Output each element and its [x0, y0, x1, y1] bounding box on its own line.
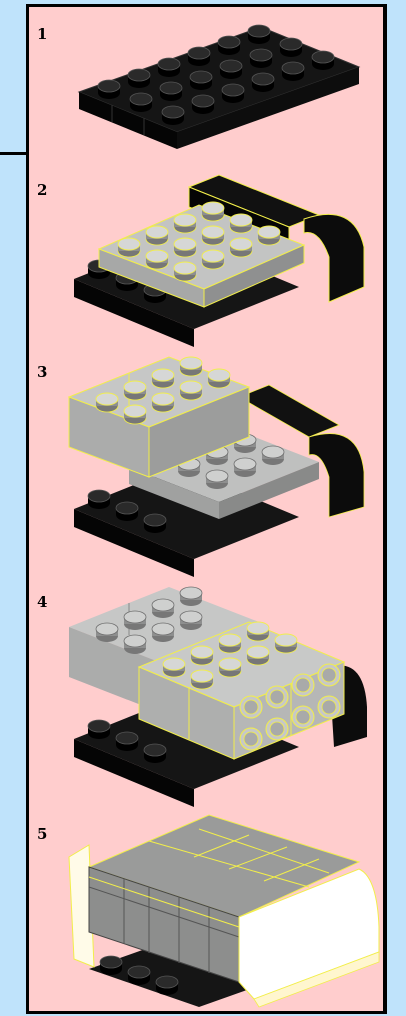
step-5-assembly: [69, 815, 379, 1007]
step-2-assembly: [74, 175, 364, 347]
instructions-panel: 1 2 3 4 5: [26, 4, 387, 1014]
instruction-artwork: [29, 7, 383, 1010]
divider-line: [0, 152, 28, 155]
step-4-assembly: [69, 587, 367, 807]
step-1-black-plate: [79, 25, 359, 149]
step-3-assembly: [69, 357, 364, 577]
